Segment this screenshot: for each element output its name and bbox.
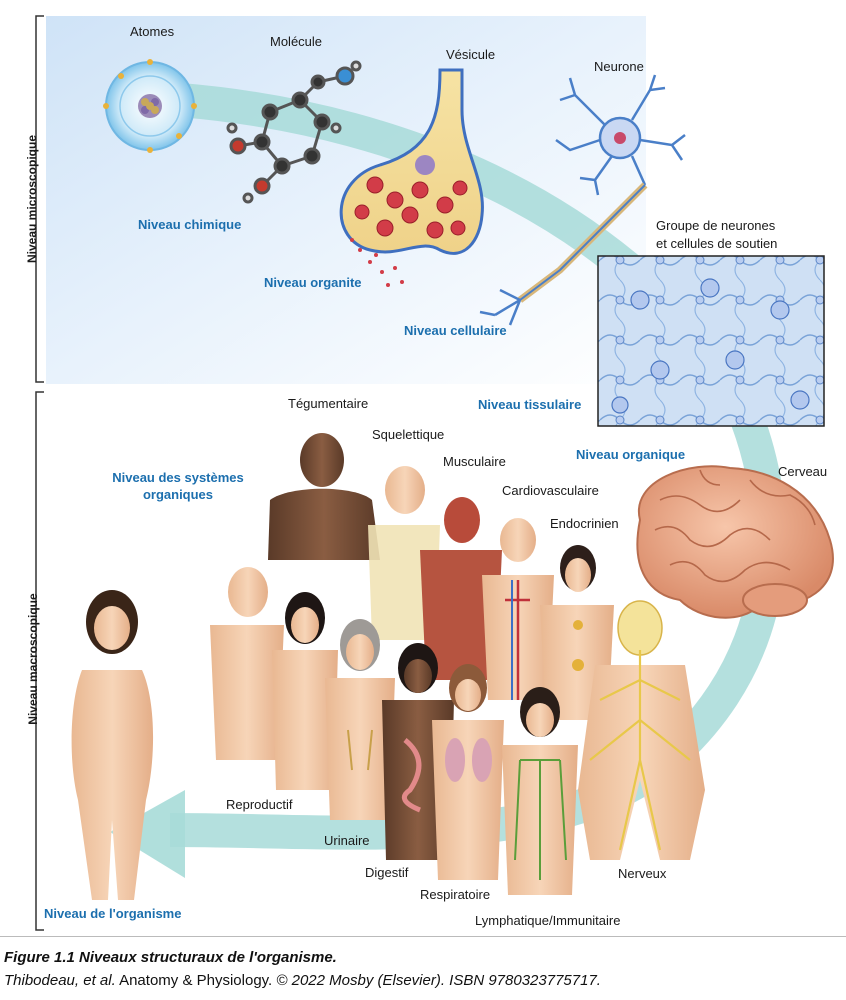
molecule-illustration	[226, 60, 362, 204]
label-neurone: Neurone	[594, 59, 644, 74]
label-digestif: Digestif	[365, 865, 409, 880]
label-respiratoire: Respiratoire	[420, 887, 491, 902]
side-label-microscopic: Niveau microscopique	[25, 134, 39, 264]
level-tissulaire: Niveau tissulaire	[478, 397, 582, 412]
body-figures	[71, 433, 705, 900]
level-organisme: Niveau de l'organisme	[44, 906, 182, 921]
reproductive-figure	[210, 567, 284, 760]
nervous-figure	[578, 600, 705, 860]
label-endocrinien: Endocrinien	[550, 516, 619, 531]
cardiovascular-figure	[482, 518, 554, 700]
brain-illustration	[636, 465, 834, 619]
level-organite: Niveau organite	[264, 275, 362, 290]
atom-illustration	[103, 59, 197, 153]
level-systemes-line2: organiques	[142, 487, 214, 502]
caption-title: Figure 1.1 Niveaux structuraux de l'orga…	[4, 949, 337, 966]
label-vesicule: Vésicule	[446, 47, 496, 62]
label-reproductif: Reproductif	[226, 797, 293, 812]
label-nerveux: Nerveux	[618, 866, 667, 881]
label-groupe-line2: et cellules de soutien	[656, 236, 778, 251]
label-urinaire: Urinaire	[324, 833, 370, 848]
label-atomes: Atomes	[130, 24, 175, 39]
label-cardiovasculaire: Cardiovasculaire	[502, 483, 599, 498]
level-chimique: Niveau chimique	[138, 217, 242, 232]
respiratory-figure	[432, 664, 504, 880]
label-tegumentaire: Tégumentaire	[288, 396, 369, 411]
lymphatic-figure	[502, 687, 578, 895]
flow-arrow-head	[110, 790, 185, 878]
label-cerveau: Cerveau	[778, 464, 828, 479]
caption-source: Thibodeau, et al. Anatomy & Physiology. …	[4, 972, 601, 989]
label-lymphatique: Lymphatique/Immunitaire	[475, 913, 621, 928]
micro-bracket	[35, 15, 44, 383]
caption-publisher: © 2022 Mosby (Elsevier). ISBN 9780323775…	[272, 972, 601, 989]
side-label-macroscopic: Niveau macroscopique	[26, 593, 40, 725]
label-squelettique: Squelettique	[372, 427, 445, 442]
muscular-figure	[420, 497, 502, 680]
female-reproductive-figure	[272, 592, 338, 790]
tissue-inset	[597, 255, 825, 427]
level-organique: Niveau organique	[576, 447, 686, 462]
label-groupe-line1: Groupe de neurones	[656, 218, 776, 233]
vesicle-illustration	[339, 68, 484, 287]
integumentary-figure	[268, 433, 380, 560]
macro-bracket	[35, 391, 44, 931]
level-systemes-line1: Niveau des systèmes	[112, 470, 244, 485]
organism-figure	[71, 590, 154, 900]
urinary-figure	[325, 619, 395, 820]
caption-separator	[0, 936, 846, 937]
label-molecule: Molécule	[270, 34, 323, 49]
label-musculaire: Musculaire	[443, 454, 506, 469]
neuron-illustration	[479, 74, 686, 326]
caption-authors: Thibodeau, et al.	[4, 972, 116, 989]
level-cellulaire: Niveau cellulaire	[404, 323, 507, 338]
caption-book: Anatomy & Physiology.	[115, 972, 273, 989]
